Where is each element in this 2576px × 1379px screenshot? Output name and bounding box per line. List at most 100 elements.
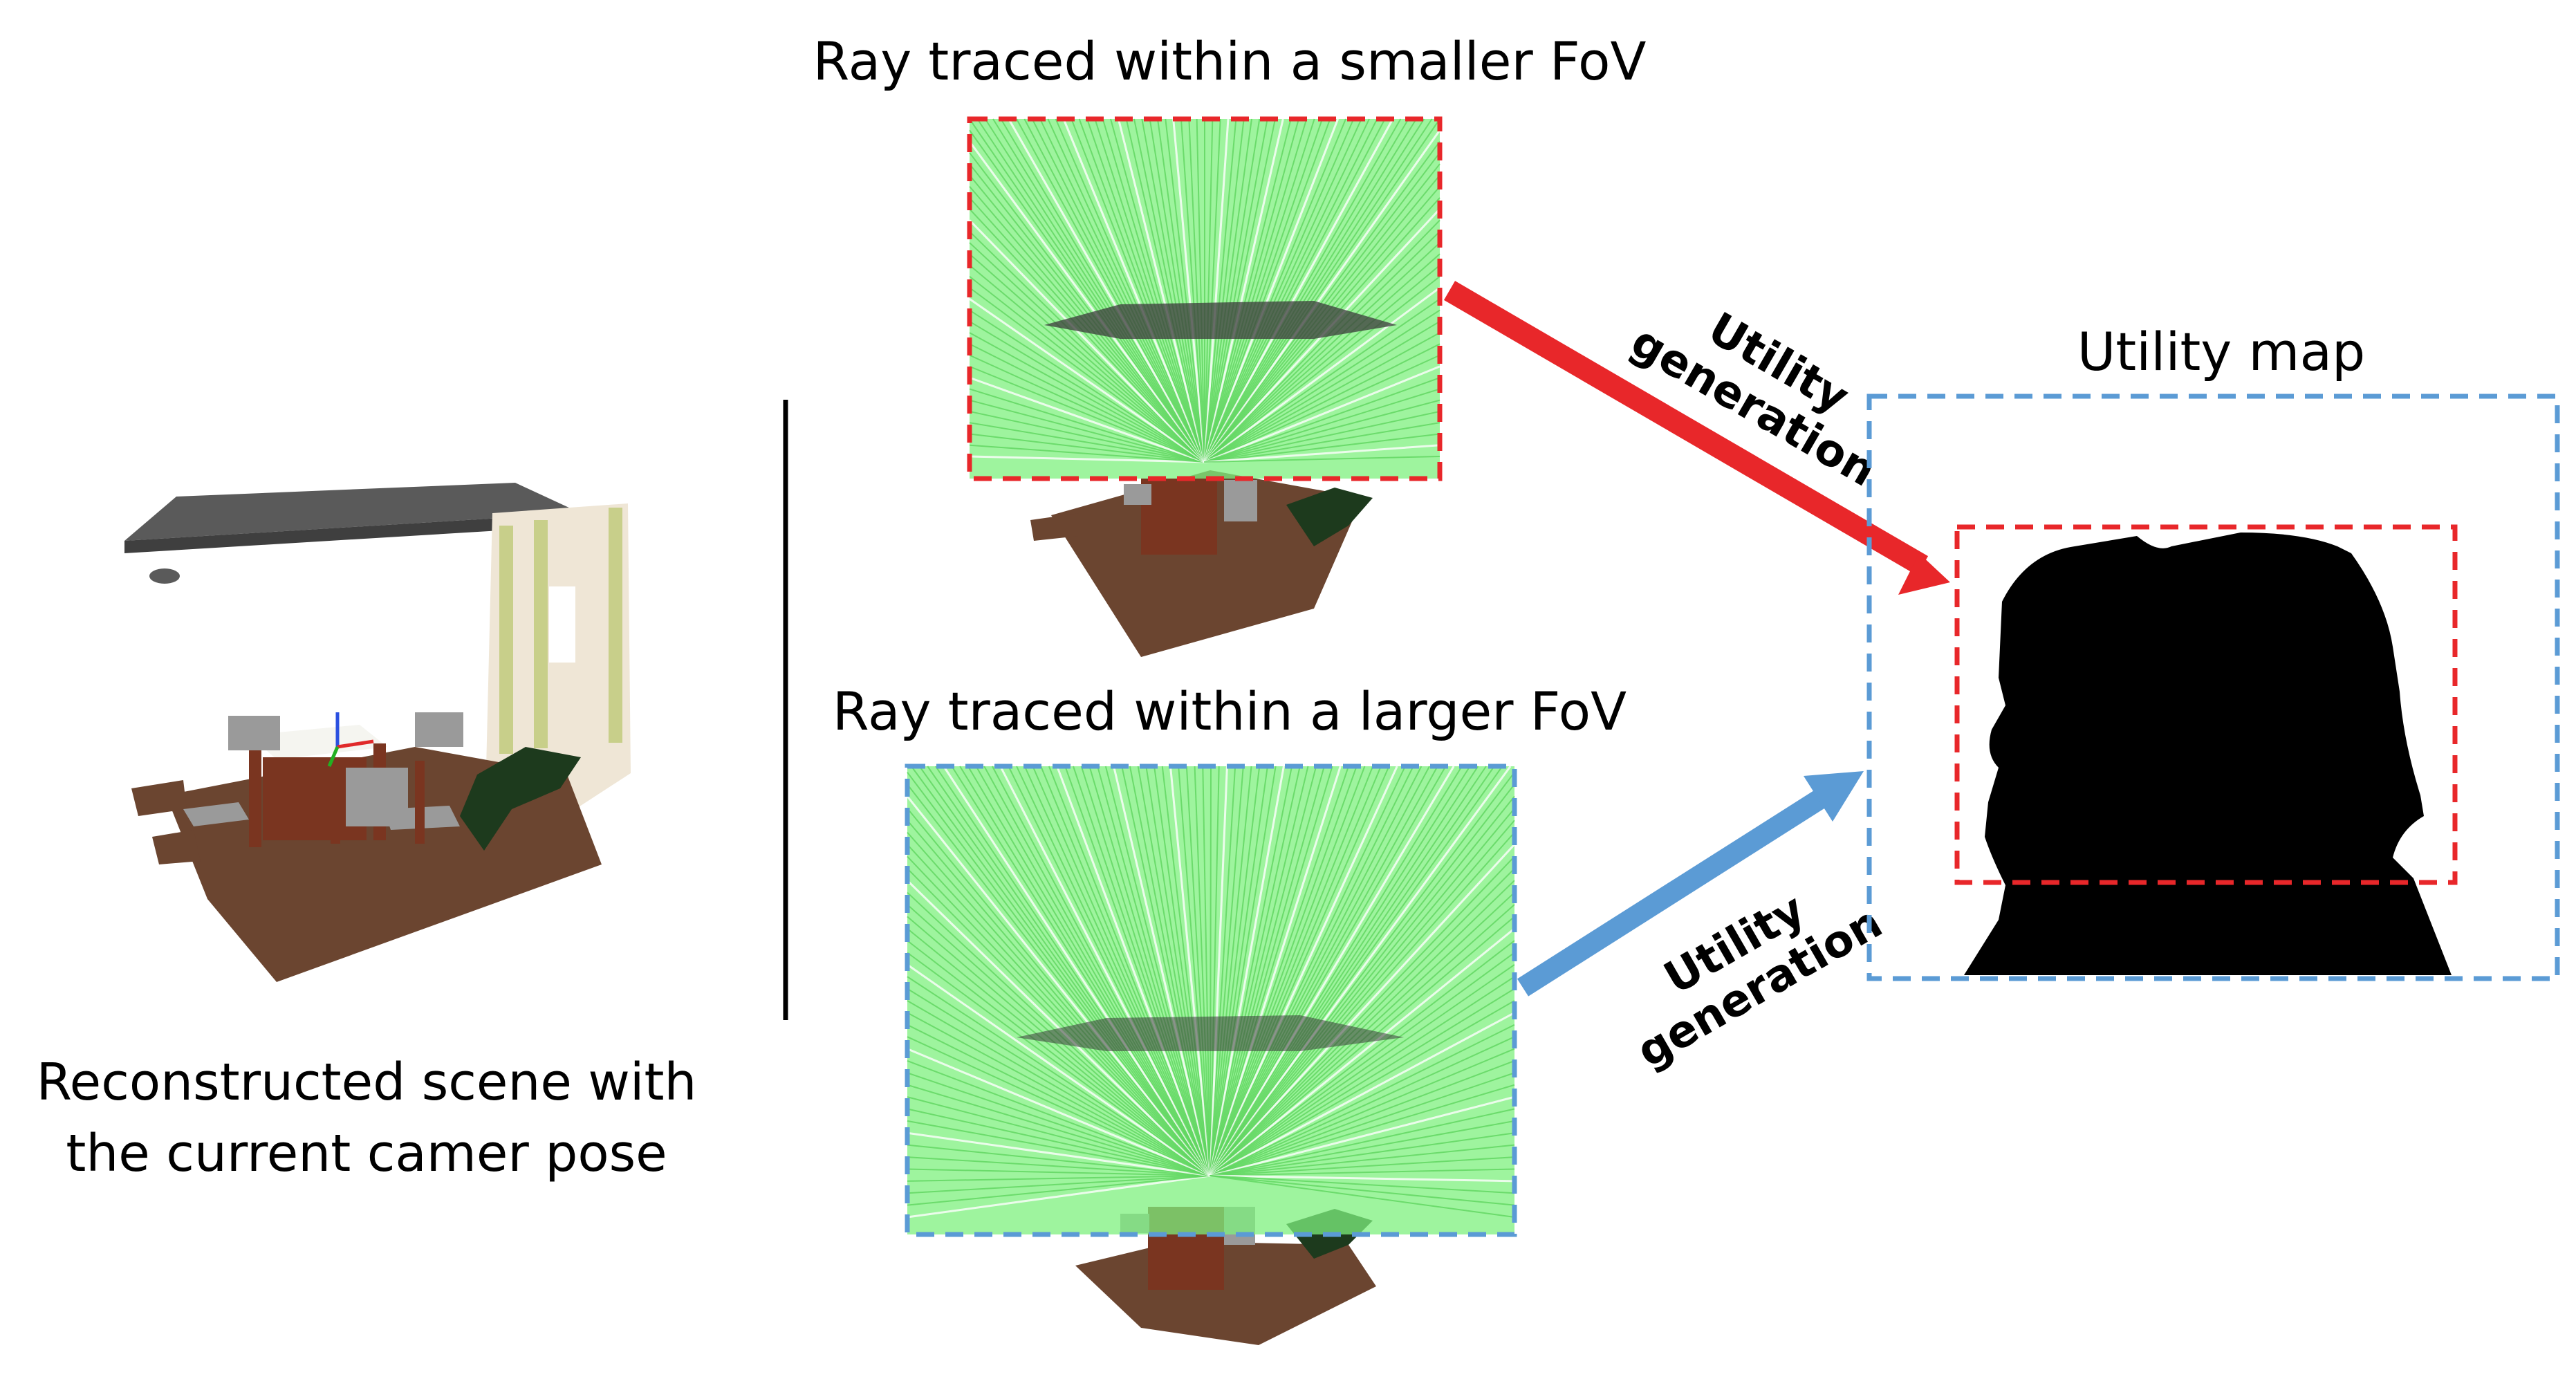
small-fov-table — [1141, 479, 1217, 555]
ray-line — [1210, 766, 1293, 1176]
ray-line — [1204, 118, 1370, 463]
ray-line — [1094, 118, 1205, 463]
ray-line — [907, 1000, 1211, 1176]
ray-line — [1204, 118, 1409, 463]
ray-line — [1023, 766, 1211, 1176]
ray-line — [1047, 118, 1205, 463]
ray-line — [1204, 275, 1440, 463]
ray-line — [1016, 766, 1211, 1176]
ray-line — [907, 1175, 1211, 1194]
ray-line — [1210, 766, 1487, 1176]
ray-line — [1204, 388, 1440, 463]
ray-line — [976, 118, 1205, 463]
ray-line — [1210, 766, 1309, 1176]
arrow-small-fov-head-arrow-right-down-icon — [1898, 553, 1950, 595]
small-fov-ceiling-trace — [1044, 301, 1397, 339]
ray-line — [1203, 129, 1441, 463]
ray-line — [1209, 843, 1516, 1177]
ray-line — [1032, 766, 1211, 1176]
reconstructed-scene — [124, 483, 631, 982]
ray-line — [1210, 1036, 1515, 1176]
ray-line — [1204, 118, 1433, 463]
ray-line — [907, 772, 1211, 1176]
ray-line — [1210, 772, 1515, 1176]
ray-line — [1204, 410, 1440, 463]
ray-line — [1204, 365, 1440, 463]
scene-ceiling-edge — [124, 513, 581, 553]
large-fov-ray-bundle — [906, 766, 1516, 1234]
ray-line — [992, 766, 1211, 1176]
ray-line — [1204, 253, 1440, 463]
ray-line — [1210, 1084, 1515, 1176]
ray-line — [1204, 118, 1261, 463]
ray-line — [907, 976, 1211, 1176]
ray-line — [1204, 286, 1440, 463]
ray-line — [1210, 927, 1515, 1177]
ray-line — [906, 880, 1212, 1177]
scene-table-leg-1 — [249, 750, 261, 847]
ray-line — [1204, 118, 1276, 463]
ray-line — [1210, 916, 1515, 1176]
ray-line — [969, 388, 1205, 463]
large-fov-scene — [906, 766, 1516, 1345]
utility-map-large-fov-frame — [1866, 394, 2560, 981]
ray-line — [1008, 118, 1206, 463]
ray-line — [969, 410, 1205, 463]
ray-line — [1204, 230, 1440, 463]
ray-line — [1088, 766, 1211, 1176]
ray-line — [1210, 1000, 1515, 1176]
ray-line — [1204, 264, 1440, 463]
ray-line — [1209, 766, 1455, 1176]
ray-line — [1185, 766, 1211, 1176]
ray-line — [1086, 118, 1205, 463]
ray-line — [969, 163, 1205, 463]
ray-line — [1117, 118, 1206, 463]
ray-line — [1210, 976, 1515, 1176]
ray-line — [1161, 766, 1211, 1176]
ray-line — [907, 1144, 1211, 1176]
ray-line — [1204, 433, 1440, 463]
ray-line — [1210, 766, 1268, 1176]
ray-line — [1137, 766, 1211, 1176]
ray-line — [969, 287, 1205, 463]
ray-line — [1157, 118, 1205, 463]
ray-line — [1204, 422, 1440, 463]
utility-map-small-fov-frame — [1954, 524, 2458, 885]
ray-line — [907, 808, 1211, 1176]
ray-line — [1204, 118, 1425, 463]
ray-line — [907, 1072, 1211, 1176]
scene-chair-3-frame-l — [331, 761, 340, 844]
ray-line — [1210, 766, 1261, 1176]
scene-table-top — [249, 725, 387, 759]
utility-generation-bottom-label: Utility generation — [1629, 884, 1891, 1077]
ray-line — [969, 230, 1205, 463]
ray-line — [969, 376, 1205, 463]
ray-line — [1178, 766, 1211, 1176]
ray-line — [1210, 952, 1515, 1176]
ray-line — [1016, 118, 1205, 463]
ray-line — [1210, 766, 1333, 1176]
camera-pose-axis-triad-icon — [327, 712, 374, 767]
ray-line — [1204, 320, 1440, 463]
ray-line — [1204, 118, 1268, 463]
ray-line — [1071, 118, 1205, 463]
ray-line — [1210, 766, 1325, 1176]
ray-line — [1209, 766, 1228, 1176]
ray-line — [1210, 784, 1515, 1176]
ray-line — [1172, 118, 1206, 463]
ray-line — [1210, 1120, 1515, 1176]
ray-line — [969, 422, 1205, 463]
ray-line — [1073, 766, 1211, 1176]
ray-line — [1210, 831, 1515, 1176]
ray-line — [1210, 1174, 1515, 1183]
ray-line — [1210, 1175, 1515, 1218]
ray-line — [1210, 766, 1244, 1176]
ray-line — [1210, 766, 1212, 1176]
ray-line — [1008, 766, 1211, 1176]
ray-line — [1204, 118, 1237, 463]
scene-debris — [149, 568, 180, 584]
ray-line — [1204, 118, 1362, 463]
ray-line — [969, 152, 1205, 463]
small-fov-scene — [968, 118, 1441, 657]
